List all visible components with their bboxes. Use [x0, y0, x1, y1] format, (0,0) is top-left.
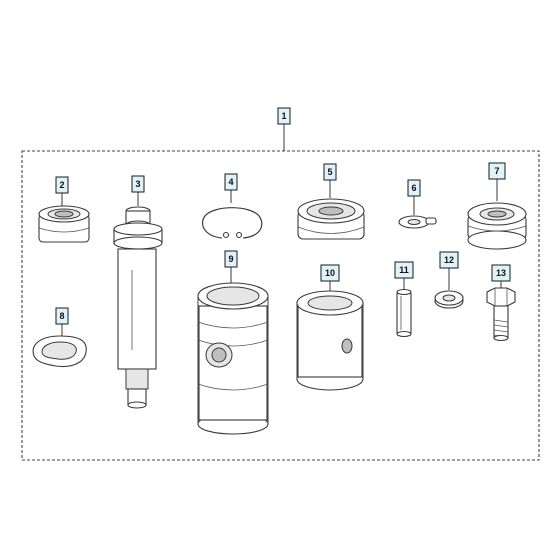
part-9-piston [197, 282, 269, 435]
part-12-washer [434, 290, 464, 309]
callout-2-label: 2 [59, 180, 64, 190]
part-8-wave-washer [32, 335, 87, 368]
part-3-shaft [113, 206, 163, 409]
callout-7[interactable]: 7 [488, 162, 506, 201]
callout-1[interactable]: 1 [277, 107, 291, 151]
callout-3[interactable]: 3 [131, 175, 145, 206]
callout-3-label: 3 [135, 179, 140, 189]
part-11-pin [396, 288, 412, 338]
part-7-seal [467, 202, 527, 250]
callout-12[interactable]: 12 [439, 251, 459, 290]
callout-4[interactable]: 4 [224, 173, 238, 203]
callout-6[interactable]: 6 [407, 179, 421, 215]
callout-12-label: 12 [444, 255, 454, 265]
callout-5-label: 5 [327, 167, 332, 177]
callout-9[interactable]: 9 [224, 250, 238, 283]
callout-13-label: 13 [496, 268, 506, 278]
part-10-sleeve [296, 290, 364, 391]
callout-1-label: 1 [281, 111, 286, 121]
callout-11[interactable]: 11 [394, 261, 414, 289]
callout-5[interactable]: 5 [323, 163, 337, 198]
callout-10[interactable]: 10 [320, 264, 340, 291]
part-5-bearing [297, 198, 365, 240]
callout-13[interactable]: 13 [491, 264, 511, 288]
callout-2[interactable]: 2 [55, 176, 69, 206]
callout-9-label: 9 [228, 254, 233, 264]
part-4-circlip [202, 207, 263, 239]
callout-8-label: 8 [59, 311, 64, 321]
kit-boundary [21, 150, 540, 461]
callout-7-label: 7 [494, 166, 499, 176]
callout-6-label: 6 [411, 183, 416, 193]
part-2-bearing [38, 205, 90, 243]
callout-8[interactable]: 8 [55, 307, 69, 336]
part-13-bolt [486, 287, 516, 342]
callout-10-label: 10 [325, 268, 335, 278]
callout-4-label: 4 [228, 177, 233, 187]
part-6-clip [398, 215, 437, 229]
callout-11-label: 11 [399, 265, 409, 275]
